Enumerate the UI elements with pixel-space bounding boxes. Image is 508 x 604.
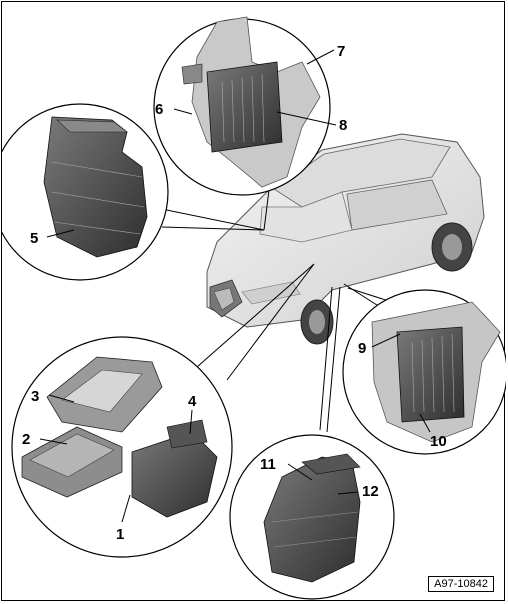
callout-10: 10 bbox=[430, 433, 447, 450]
callout-8: 8 bbox=[339, 117, 347, 134]
leader-lines bbox=[39, 49, 431, 523]
callout-3: 3 bbox=[31, 388, 39, 405]
callout-labels: 6 7 8 5 3 2 4 1 9 10 11 12 bbox=[22, 43, 447, 543]
detail-circle-top bbox=[153, 16, 331, 196]
callout-11: 11 bbox=[260, 456, 276, 473]
callout-1: 1 bbox=[116, 526, 124, 543]
callout-6: 6 bbox=[155, 101, 163, 118]
detail-circle-bottom-right bbox=[229, 434, 395, 600]
callout-2: 2 bbox=[22, 431, 30, 448]
vehicle bbox=[206, 133, 485, 345]
detail-circle-right bbox=[342, 289, 506, 455]
callout-12: 12 bbox=[362, 483, 379, 500]
callout-7: 7 bbox=[337, 43, 345, 60]
detail-circle-left bbox=[2, 103, 169, 281]
callout-5: 5 bbox=[30, 230, 38, 247]
callout-4: 4 bbox=[188, 393, 197, 410]
detail-circle-bottom-left bbox=[11, 336, 233, 558]
callout-9: 9 bbox=[358, 340, 366, 357]
figure-id-label: A97-10842 bbox=[428, 576, 494, 592]
